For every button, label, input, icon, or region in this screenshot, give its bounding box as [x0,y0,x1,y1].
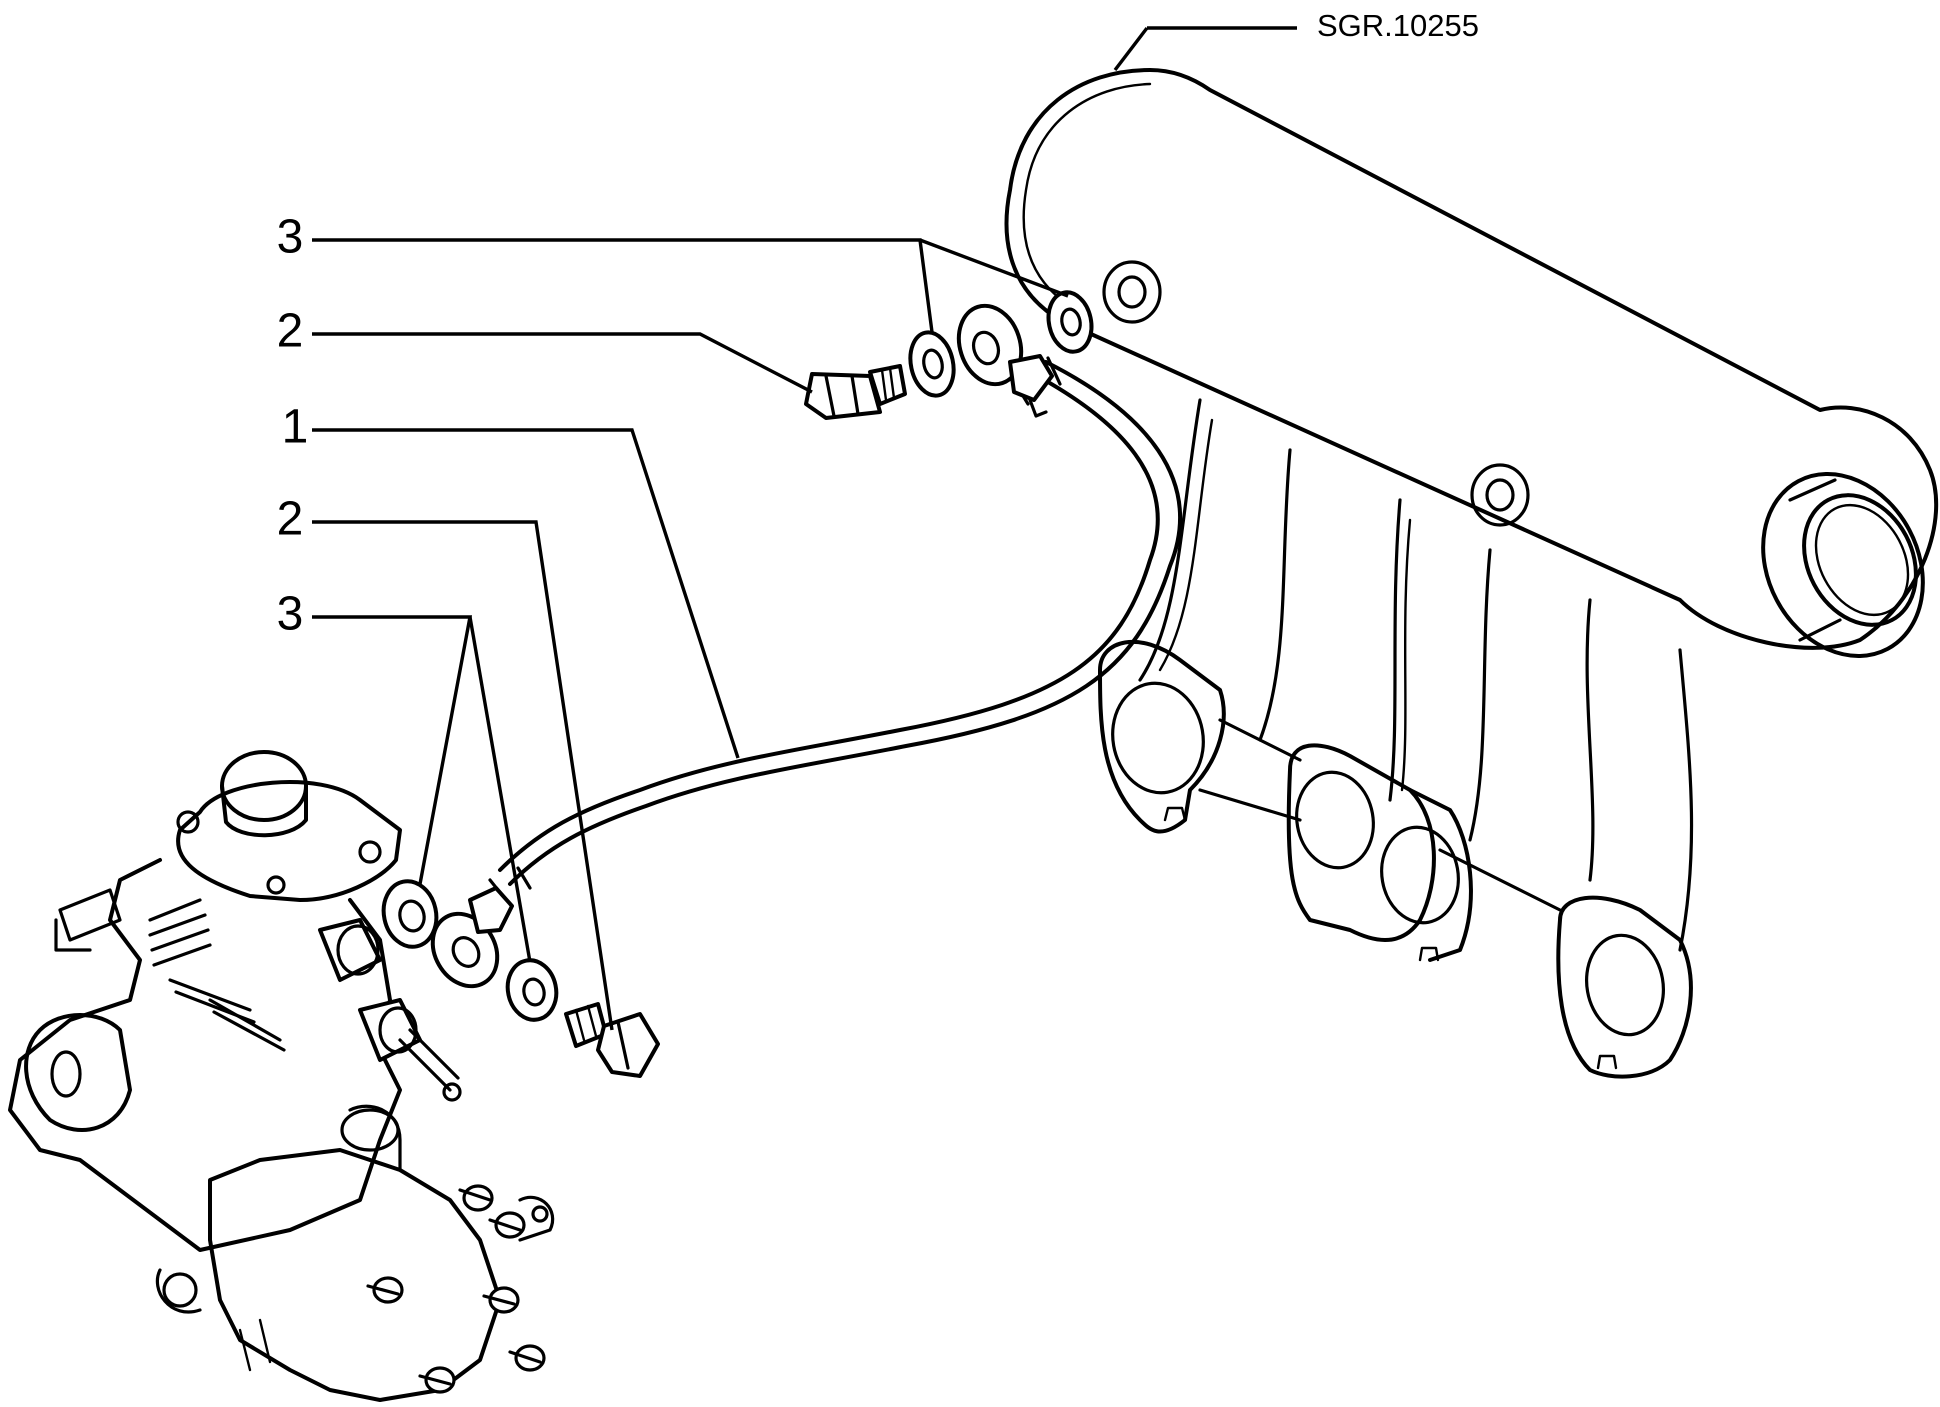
upper-fittings [804,290,1094,420]
pipe-drawing [488,356,1182,902]
callout-leaders [312,238,1069,1031]
sealing-washer-drawing [908,330,956,398]
delivery-valves [366,1184,546,1394]
banjo-bolt-drawing [804,364,907,420]
callout-numbers: 3 2 1 2 3 [277,211,309,641]
banjo-union-drawing [430,886,514,989]
reference-code: SGR.10255 [1317,8,1479,43]
callout-label: 1 [282,401,309,454]
sealing-washer-drawing [505,958,559,1022]
callout-label: 2 [277,305,304,358]
lower-fittings [381,879,660,1078]
banjo-bolt-drawing [564,1002,660,1078]
banjo-union-drawing [956,303,1054,418]
callout-label: 3 [277,211,304,264]
injection-pump-drawing [8,750,555,1402]
intake-manifold-drawing [1004,68,1939,1079]
reference-callout: SGR.10255 [1113,8,1479,72]
callout-label: 3 [277,588,304,641]
sealing-washer-drawing [381,879,439,949]
callout-label: 2 [277,493,304,546]
sealing-washer-drawing [1046,290,1094,354]
